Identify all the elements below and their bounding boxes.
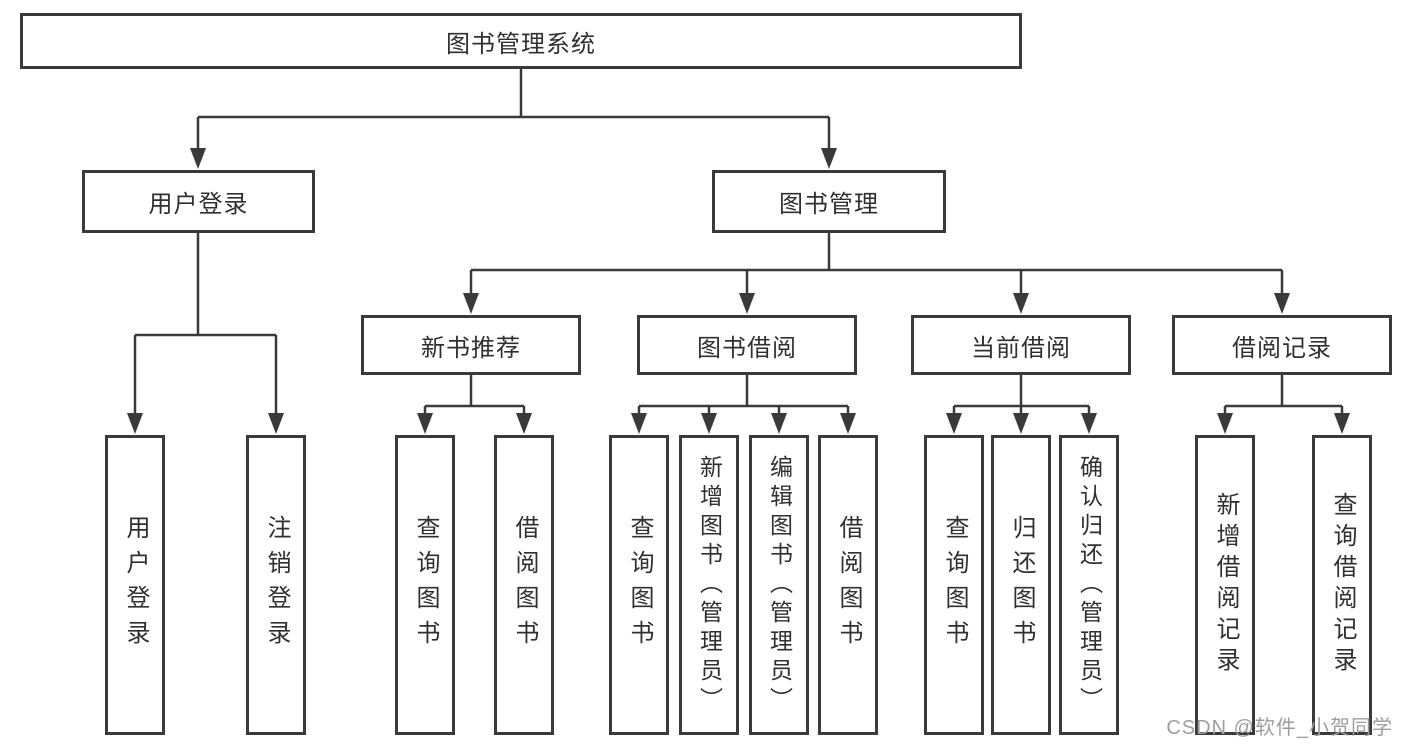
node-label: 用户登录 [122,515,149,655]
node-current-borrowing: 当前借阅 [911,315,1131,375]
leaf-bb-borrow-books: 借阅图书 [818,435,878,735]
wire-book-borrowing-branch [631,375,856,434]
arrowhead-icon [463,293,479,314]
node-label: 查询图书 [626,515,653,655]
node-label: 查询图书 [412,515,439,655]
arrowhead-icon [516,413,532,434]
node-label: 当前借阅 [971,334,1071,362]
node-label: 编辑图书（管理员） [766,454,793,716]
node-label: 查询借阅记录 [1329,492,1356,678]
node-label: 新书推荐 [421,334,521,362]
node-label: 新增借阅记录 [1212,492,1239,678]
wire-user-login-branch [127,233,284,434]
node-label: 归还图书 [1008,515,1035,655]
node-book-borrowing: 图书借阅 [637,315,857,375]
node-label: 注销登录 [263,515,290,655]
arrowhead-icon [1081,413,1097,434]
arrowhead-icon [631,413,647,434]
node-label: 查询图书 [941,515,968,655]
leaf-logout: 注销登录 [246,435,306,735]
wire-root-to-level2 [190,69,837,169]
node-label: 图书管理 [779,191,879,218]
leaf-br-add-borrow-record: 新增借阅记录 [1195,435,1255,735]
arrowhead-icon [417,413,433,434]
leaf-cb-return-books: 归还图书 [991,435,1051,735]
leaf-user-login: 用户登录 [105,435,165,735]
wire-current-borrowing-branch [946,375,1097,434]
csdn-watermark: CSDN @软件_小贺同学 [1166,717,1393,739]
node-user-login: 用户登录 [82,170,315,233]
arrowhead-icon [821,148,837,169]
leaf-bb-edit-books-admin: 编辑图书（管理员） [749,435,809,735]
arrowhead-icon [840,413,856,434]
node-label: 确认归还（管理员） [1076,454,1103,716]
arrowhead-icon [701,413,717,434]
leaf-bb-add-books-admin: 新增图书（管理员） [679,435,739,735]
leaf-nbr-query-books: 查询图书 [395,435,455,735]
arrowhead-icon [127,413,143,434]
arrowhead-icon [1274,293,1290,314]
arrowhead-icon [268,413,284,434]
leaf-cb-confirm-return-admin: 确认归还（管理员） [1059,435,1119,735]
node-label: 借阅记录 [1232,334,1332,362]
node-label: 新增图书（管理员） [696,454,723,716]
wire-new-book-recommend-branch [417,375,532,434]
node-label: 借阅图书 [835,515,862,655]
arrowhead-icon [1217,413,1233,434]
arrowhead-icon [771,413,787,434]
arrowhead-icon [190,148,206,169]
node-label: 图书管理系统 [446,30,596,58]
arrowhead-icon [1013,293,1029,314]
leaf-br-query-borrow-record: 查询借阅记录 [1312,435,1372,735]
arrowhead-icon [1334,413,1350,434]
node-label: 用户登录 [148,191,249,218]
node-borrowing-records: 借阅记录 [1172,315,1392,375]
node-new-book-recommend: 新书推荐 [361,315,581,375]
wire-borrowing-records-branch [1217,375,1350,434]
wire-book-management-branch [463,233,1290,314]
node-label: 借阅图书 [511,515,538,655]
node-book-management: 图书管理 [712,170,946,233]
node-label: 图书借阅 [697,334,797,362]
arrowhead-icon [946,413,962,434]
arrowhead-icon [1013,413,1029,434]
leaf-cb-query-books: 查询图书 [924,435,984,735]
node-library-management-system: 图书管理系统 [20,13,1022,69]
leaf-bb-query-books: 查询图书 [609,435,669,735]
leaf-nbr-borrow-books: 借阅图书 [494,435,554,735]
arrowhead-icon [739,293,755,314]
